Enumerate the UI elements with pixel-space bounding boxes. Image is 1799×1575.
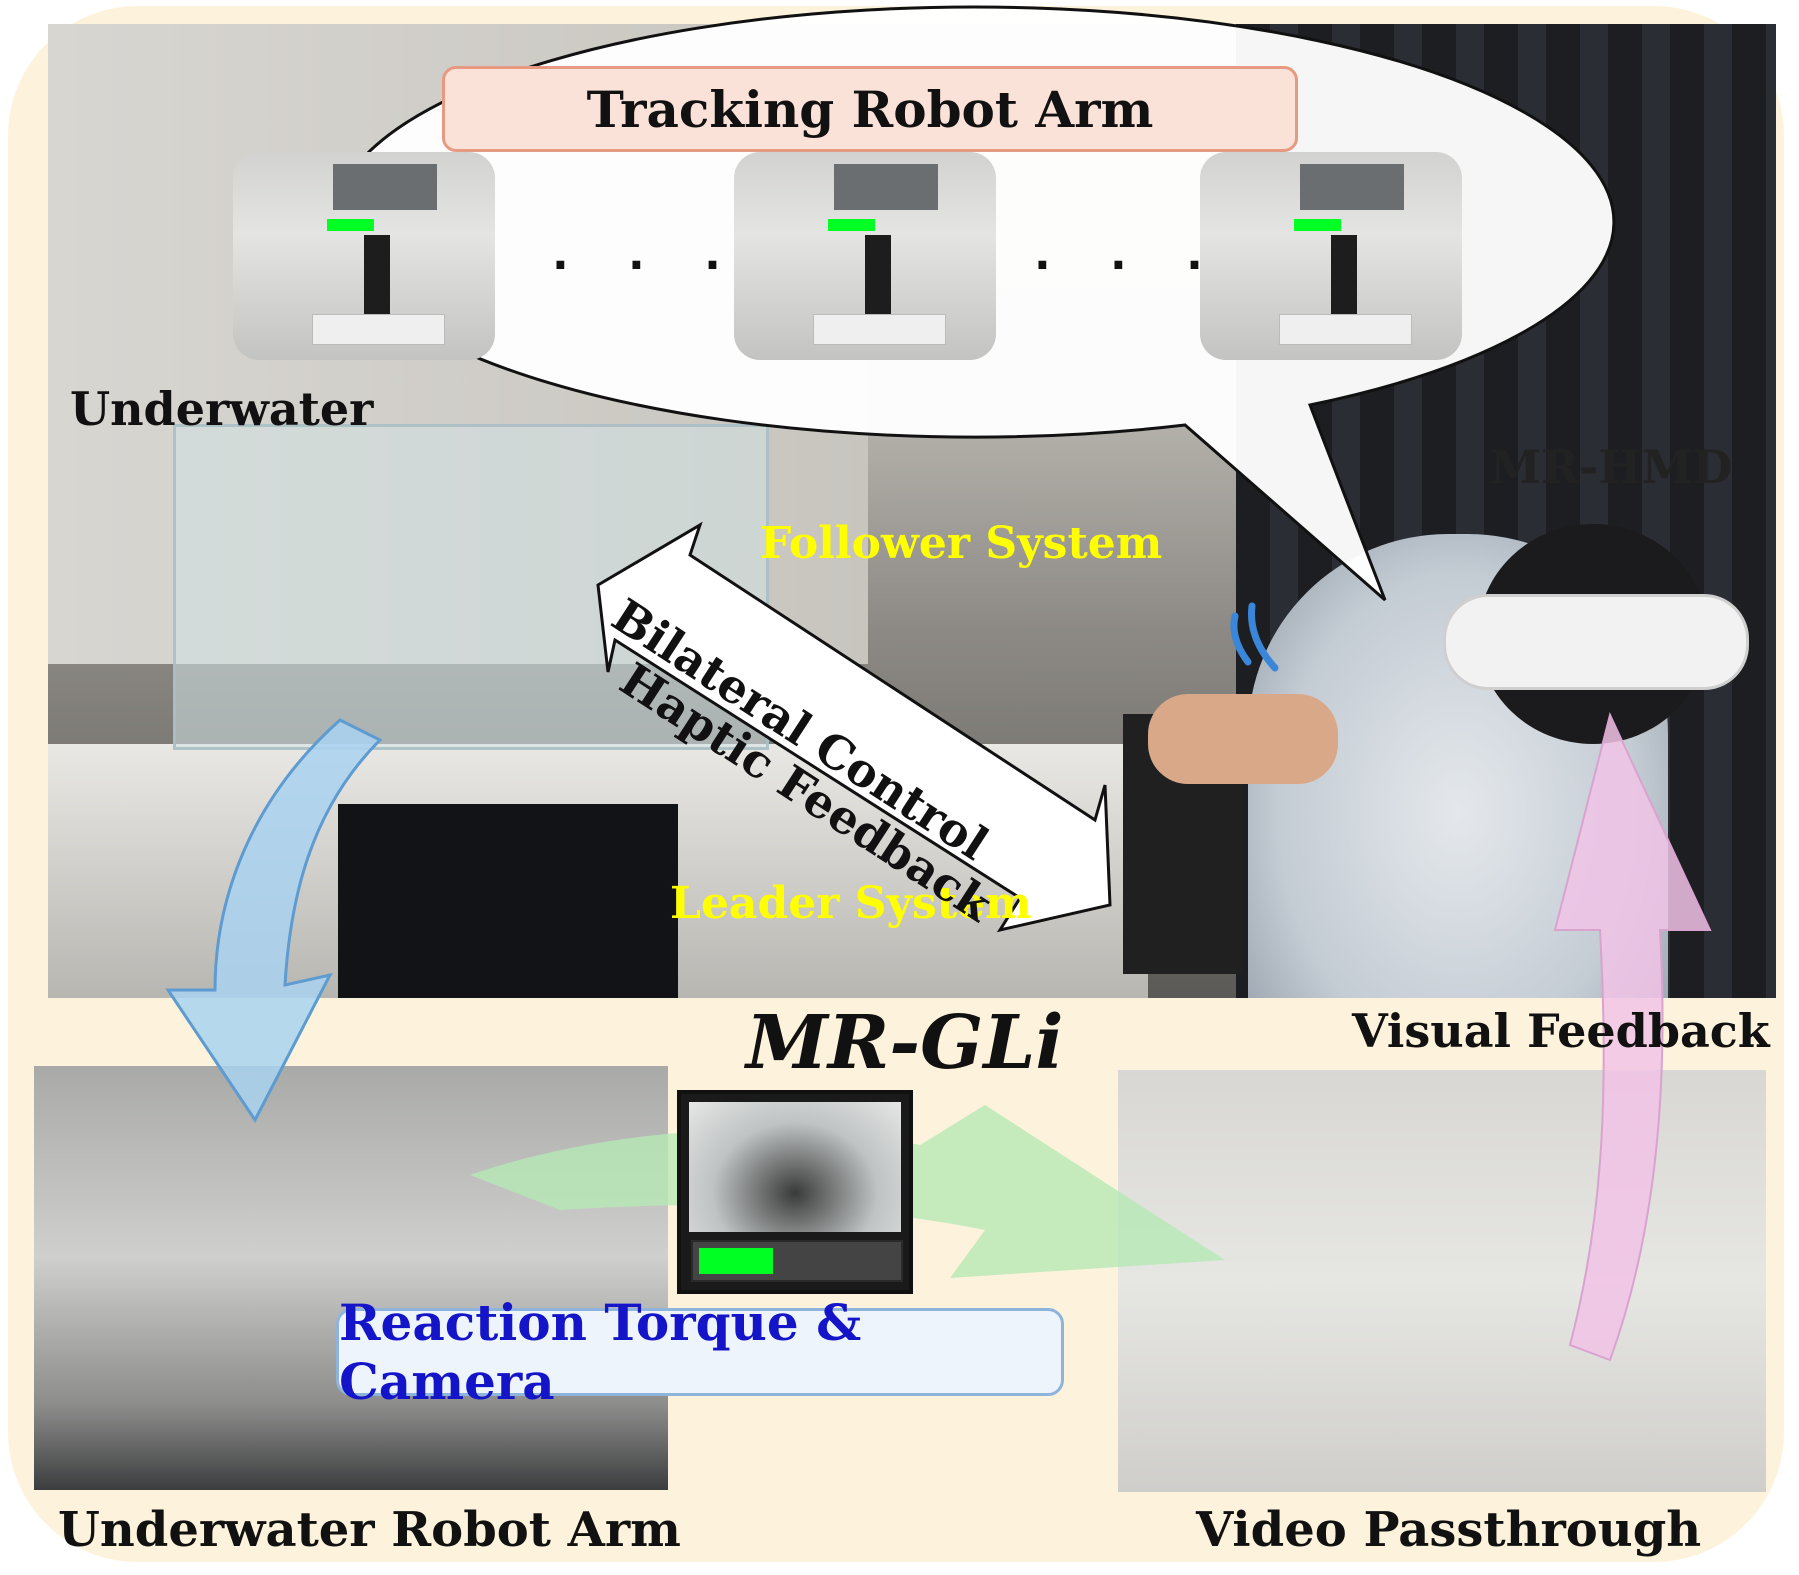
desk-monitor (338, 804, 678, 998)
reaction-torque-label: Reaction Torque & Camera (339, 1293, 862, 1411)
follower-system-label: Follower System (760, 518, 1163, 569)
video-passthrough-label: Video Passthrough (1196, 1502, 1702, 1558)
camera-view (689, 1102, 901, 1232)
torque-bar-fill (699, 1248, 773, 1274)
thumb-base (311, 314, 445, 346)
tracking-thumbnail-3 (1200, 152, 1462, 360)
ellipsis-1: · · · (552, 240, 743, 291)
camera-inset (677, 1090, 913, 1294)
tracking-thumbnail-1 (233, 152, 495, 360)
torque-bar-track (691, 1240, 903, 1282)
thumb-base (812, 314, 946, 346)
thumb-torque-bar (828, 218, 876, 232)
thumb-base (1278, 314, 1412, 346)
thumb-screen (332, 164, 438, 211)
thumb-robot-arm (1331, 235, 1358, 323)
tracking-thumbnail-2 (734, 152, 996, 360)
mr-gli-title: MR-GLi (746, 1000, 1064, 1086)
video-passthrough-image (1118, 1070, 1766, 1492)
thumb-screen (833, 164, 939, 211)
tracking-title-box: Tracking Robot Arm (442, 66, 1298, 152)
underwater-robot-arm-image (34, 1066, 668, 1490)
reaction-torque-box: Reaction Torque & Camera (336, 1293, 1064, 1411)
thumb-screen (1299, 164, 1405, 211)
operator-hands (1148, 694, 1338, 784)
thumb-torque-bar (1294, 218, 1342, 232)
thumb-robot-arm (364, 235, 391, 323)
mr-headset (1443, 594, 1749, 690)
thumb-torque-bar (327, 218, 375, 232)
underwater-robot-arm-label: Underwater Robot Arm (58, 1502, 681, 1558)
leader-system-label: Leader System (670, 878, 1032, 929)
thumb-robot-arm (865, 235, 892, 323)
visual-feedback-label: Visual Feedback (1352, 1004, 1770, 1058)
mr-hmd-label: MR-HMD (1490, 440, 1733, 494)
tracking-title: Tracking Robot Arm (586, 79, 1154, 139)
underwater-label: Underwater (70, 382, 374, 436)
ellipsis-2: · · · (1034, 240, 1225, 291)
